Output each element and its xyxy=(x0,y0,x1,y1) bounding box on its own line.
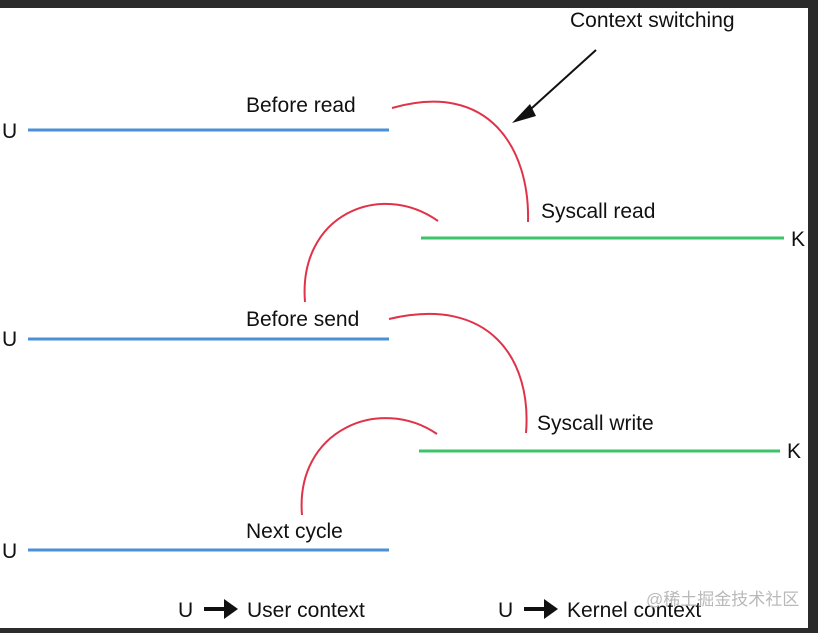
row-1-label: Before read xyxy=(246,94,356,117)
context-switching-label: Context switching xyxy=(570,9,735,32)
watermark-text: @稀土掘金技术社区 xyxy=(646,590,799,609)
diagram-canvas xyxy=(0,8,808,628)
row-4-side-label: K xyxy=(787,440,801,463)
context-switching-arrow-shaft xyxy=(521,49,597,118)
legend-user-arrowhead xyxy=(224,599,238,619)
row-2-side-label: K xyxy=(791,228,805,251)
legend-kernel-symbol: U xyxy=(498,599,513,622)
switch-arc-user-to-kernel-read xyxy=(391,100,530,223)
legend-user-label: User context xyxy=(247,599,365,622)
row-5-side-label: U xyxy=(2,540,17,563)
legend-user: U User context xyxy=(178,599,365,622)
row-3-side-label: U xyxy=(2,328,17,351)
legend-user-symbol: U xyxy=(178,599,193,622)
row-4-label: Syscall write xyxy=(537,412,654,435)
legend-kernel: U Kernel context xyxy=(498,599,701,622)
switch-arc-kernel-to-user-after-read xyxy=(303,203,439,303)
switch-arc-kernel-to-user-after-write xyxy=(300,417,438,516)
context-switching-arrowhead xyxy=(512,104,536,123)
row-1-side-label: U xyxy=(2,120,17,143)
row-3-label: Before send xyxy=(246,308,359,331)
row-5-label: Next cycle xyxy=(246,520,343,543)
row-2-label: Syscall read xyxy=(541,200,655,223)
legend-kernel-label: Kernel context xyxy=(567,599,701,622)
legend-kernel-arrowhead xyxy=(544,599,558,619)
switch-arc-user-to-kernel-write xyxy=(388,313,528,434)
